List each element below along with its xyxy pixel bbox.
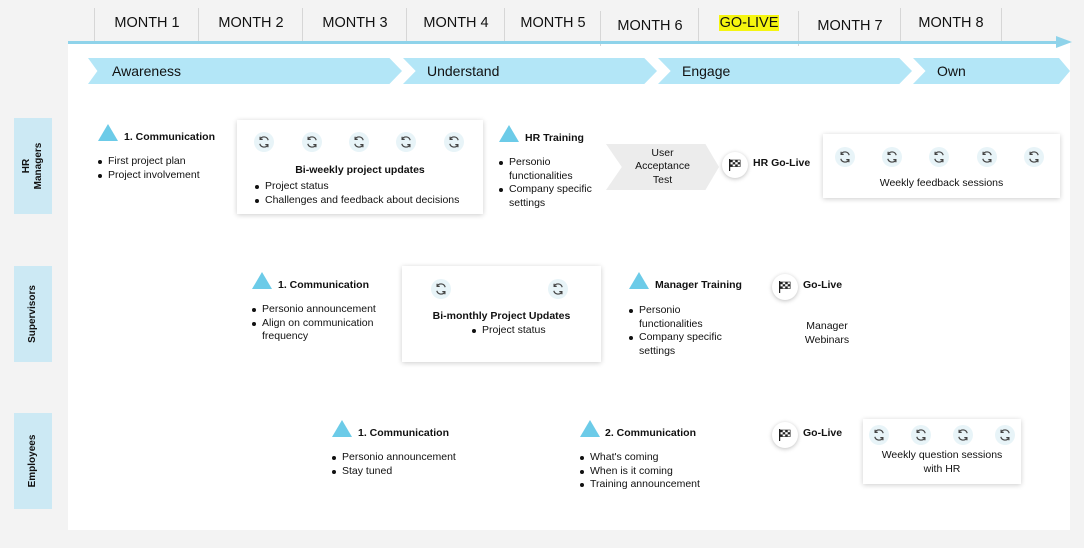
timeline-arrow (68, 41, 1060, 44)
phase-awareness: Awareness (88, 58, 402, 84)
emp-comm2-title: 2. Communication (605, 427, 697, 439)
go-live-highlight: GO-LIVE (718, 15, 780, 31)
lane-label: HR Managers (21, 142, 44, 190)
timeline-arrow-head (1056, 36, 1072, 48)
refresh-icon (1024, 147, 1044, 167)
phase-engage: Engage (658, 58, 912, 84)
emp-questions-label: Weekly question sessions with HR (881, 449, 1003, 475)
hr-biweekly-list: Project status Challenges and feedback a… (255, 180, 481, 207)
refresh-icon (995, 425, 1015, 445)
month-3: MONTH 3 (302, 8, 407, 43)
sup-training-list: Personio functionalities Company specifi… (629, 304, 735, 358)
hr-golive-label: HR Go-Live (753, 157, 811, 169)
checkered-flag-icon (722, 152, 748, 178)
milestone-triangle (98, 124, 118, 141)
hr-comm-title: 1. Communication (124, 131, 216, 143)
month-5: MONTH 5 (504, 8, 601, 43)
refresh-icon (254, 132, 274, 152)
list-item: Company specific settings (499, 183, 605, 210)
lane-label: Employees (27, 434, 38, 488)
milestone-triangle (499, 125, 519, 142)
month-7: MONTH 7 (798, 11, 901, 46)
checkered-flag-icon (772, 274, 798, 300)
refresh-icon (431, 279, 451, 299)
month-8: MONTH 8 (900, 8, 1002, 43)
lane-supervisors: Supervisors (14, 266, 52, 362)
sup-training-title: Manager Training (655, 279, 742, 291)
phase-own: Own (913, 58, 1070, 84)
hr-biweekly-title: Bi-weekly project updates (295, 164, 425, 176)
manager-webinars-step: Manager Webinars (766, 316, 888, 351)
list-item: Personio announcement (252, 303, 398, 317)
refresh-icon (977, 147, 997, 167)
list-item: Challenges and feedback about decisions (255, 194, 481, 208)
refresh-icon (911, 425, 931, 445)
phase-understand: Understand (403, 58, 657, 84)
refresh-icon (396, 132, 416, 152)
lane-label: Supervisors (27, 285, 38, 343)
webinars-label: Manager Webinars (804, 320, 850, 346)
refresh-icon (882, 147, 902, 167)
list-item: Training announcement (580, 478, 730, 492)
list-item: Project status (255, 180, 481, 194)
hr-feedback-label: Weekly feedback sessions (879, 177, 1004, 189)
refresh-icon (349, 132, 369, 152)
refresh-icon (548, 279, 568, 299)
uat-label: User Acceptance Test (635, 146, 690, 186)
checkered-flag-icon (772, 422, 798, 448)
list-item: Personio announcement (332, 451, 482, 465)
user-acceptance-test-step: User Acceptance Test (606, 144, 719, 190)
refresh-icon (929, 147, 949, 167)
list-item: Align on communication frequency (252, 317, 398, 344)
hr-comm-list: First project plan Project involvement (98, 155, 228, 182)
list-item: Stay tuned (332, 465, 482, 479)
list-item: Project status (472, 324, 592, 338)
list-item: Company specific settings (629, 331, 735, 358)
month-go-live: GO-LIVE (698, 8, 799, 43)
milestone-triangle (580, 420, 600, 437)
refresh-icon (835, 147, 855, 167)
list-item: Personio functionalities (499, 156, 605, 183)
emp-comm1-list: Personio announcement Stay tuned (332, 451, 482, 478)
sup-bimonthly-list: Project status (472, 324, 592, 338)
hr-biweekly-card: Bi-weekly project updates Project status… (237, 120, 483, 214)
month-6: MONTH 6 (600, 11, 699, 46)
list-item: When is it coming (580, 465, 730, 479)
lane-employees: Employees (14, 413, 52, 509)
refresh-icon (302, 132, 322, 152)
sup-comm-title: 1. Communication (278, 279, 370, 291)
refresh-icon (444, 132, 464, 152)
sup-bimonthly-title: Bi-monthly Project Updates (432, 310, 571, 322)
list-item: First project plan (98, 155, 228, 169)
hr-training-list: Personio functionalities Company specifi… (499, 156, 605, 210)
month-1: MONTH 1 (94, 8, 199, 43)
list-item: What's coming (580, 451, 730, 465)
list-item: Project involvement (98, 169, 228, 183)
sup-golive-label: Go-Live (803, 279, 843, 291)
refresh-icon (953, 425, 973, 445)
sup-bimonthly-card: Bi-monthly Project Updates Project statu… (402, 266, 601, 362)
lane-hr-managers: HR Managers (14, 118, 52, 214)
milestone-triangle (332, 420, 352, 437)
sup-comm-list: Personio announcement Align on communica… (252, 303, 398, 344)
emp-comm1-title: 1. Communication (358, 427, 450, 439)
milestone-triangle (252, 272, 272, 289)
milestone-triangle (629, 272, 649, 289)
month-2: MONTH 2 (198, 8, 303, 43)
emp-golive-label: Go-Live (803, 427, 843, 439)
hr-feedback-card: Weekly feedback sessions (823, 134, 1060, 198)
emp-questions-card: Weekly question sessions with HR (863, 419, 1021, 484)
hr-training-title: HR Training (525, 132, 584, 144)
list-item: Personio functionalities (629, 304, 735, 331)
month-4: MONTH 4 (406, 8, 505, 43)
refresh-icon (869, 425, 889, 445)
emp-comm2-list: What's coming When is it coming Training… (580, 451, 730, 492)
